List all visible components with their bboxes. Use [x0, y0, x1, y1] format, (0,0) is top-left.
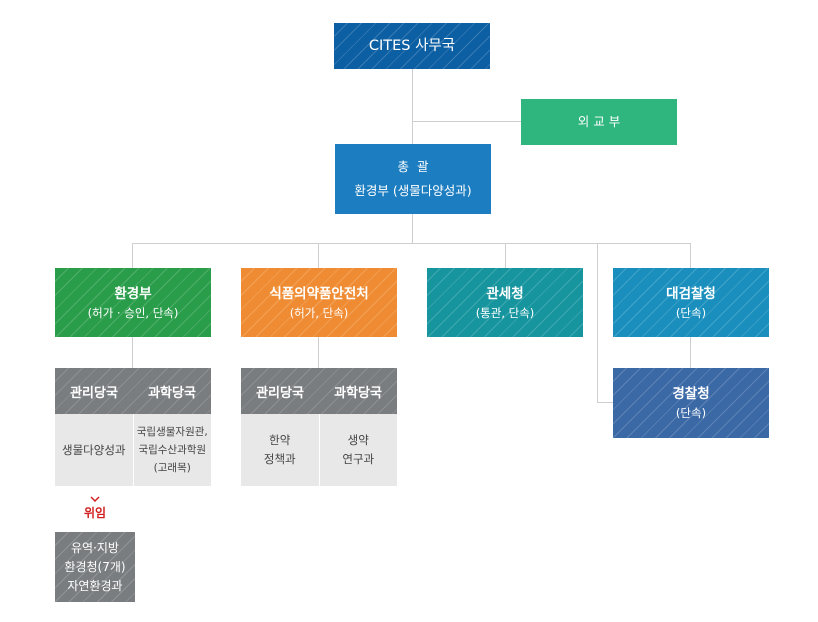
connector-line	[412, 121, 521, 122]
agency-box-mfds: 식품의약품안전처 (허가, 단속)	[241, 268, 397, 337]
connector-line	[690, 243, 691, 268]
regional-office-box: 유역·지방 환경청(7개) 자연환경과	[55, 532, 135, 602]
delegation-label: 위임	[83, 506, 107, 520]
agency-name: 식품의약품안전처	[269, 285, 369, 302]
agency-box-customs: 관세청 (통관, 단속)	[427, 268, 583, 337]
scientific-authority-label: 과학당국	[334, 385, 382, 401]
env-authority-header: 관리당국 과학당국	[55, 368, 211, 414]
agency-name: 경찰청	[672, 386, 710, 402]
general-coordination-box: 총 괄 환경부 (생물다양성과)	[335, 144, 491, 214]
connector-line	[412, 214, 413, 243]
agency-role: (통관, 단속)	[475, 305, 535, 320]
secretariat-label: CITES 사무국	[368, 38, 456, 54]
regional-office-label: 유역·지방 환경청(7개) 자연환경과	[64, 540, 126, 593]
general-title: 총 괄	[397, 159, 429, 174]
management-authority-dept: 생물다양성과	[62, 442, 126, 457]
general-dept: 환경부 (생물다양성과)	[354, 183, 472, 198]
connector-line	[412, 68, 413, 144]
delegation-indicator: 위임	[55, 496, 135, 521]
connector-line	[132, 243, 133, 268]
management-authority-label: 관리당국	[70, 385, 118, 401]
agency-name: 환경부	[114, 285, 152, 302]
scientific-authority-label: 과학당국	[148, 385, 196, 401]
mfds-authority-body: 한약 정책과 생약 연구과	[241, 414, 397, 486]
agency-box-prosecutors: 대검찰청 (단속)	[613, 268, 769, 337]
agency-name: 대검찰청	[666, 285, 716, 302]
mfds-authority-header: 관리당국 과학당국	[241, 368, 397, 414]
agency-role: (단속)	[675, 406, 707, 420]
management-authority-dept: 한약 정책과	[263, 433, 296, 466]
foreign-ministry-label: 외 교 부	[577, 114, 621, 129]
connector-line	[318, 243, 319, 268]
management-authority-label: 관리당국	[256, 385, 304, 401]
agency-role: (단속)	[675, 305, 707, 320]
agency-role: (허가 · 승인, 단속)	[87, 305, 179, 320]
env-authority-body: 생물다양성과 국립생물자원관, 국립수산과학원 (고래목)	[55, 414, 211, 486]
chevron-down-icon	[90, 496, 100, 502]
scientific-authority-dept: 생약 연구과	[318, 414, 398, 486]
connector-line	[597, 243, 598, 403]
connector-line	[690, 337, 691, 368]
scientific-authority-dept: 국립생물자원관, 국립수산과학원 (고래목)	[132, 414, 212, 486]
cites-secretariat-box: CITES 사무국	[334, 23, 490, 69]
connector-line	[132, 243, 690, 244]
connector-line	[132, 337, 133, 368]
connector-line	[505, 243, 506, 268]
agency-box-police: 경찰청 (단속)	[613, 368, 769, 438]
connector-line	[597, 402, 613, 403]
connector-line	[318, 337, 319, 368]
agency-box-environment: 환경부 (허가 · 승인, 단속)	[55, 268, 211, 337]
agency-name: 관세청	[486, 285, 524, 302]
foreign-ministry-box: 외 교 부	[521, 99, 677, 145]
agency-role: (허가, 단속)	[289, 305, 349, 320]
